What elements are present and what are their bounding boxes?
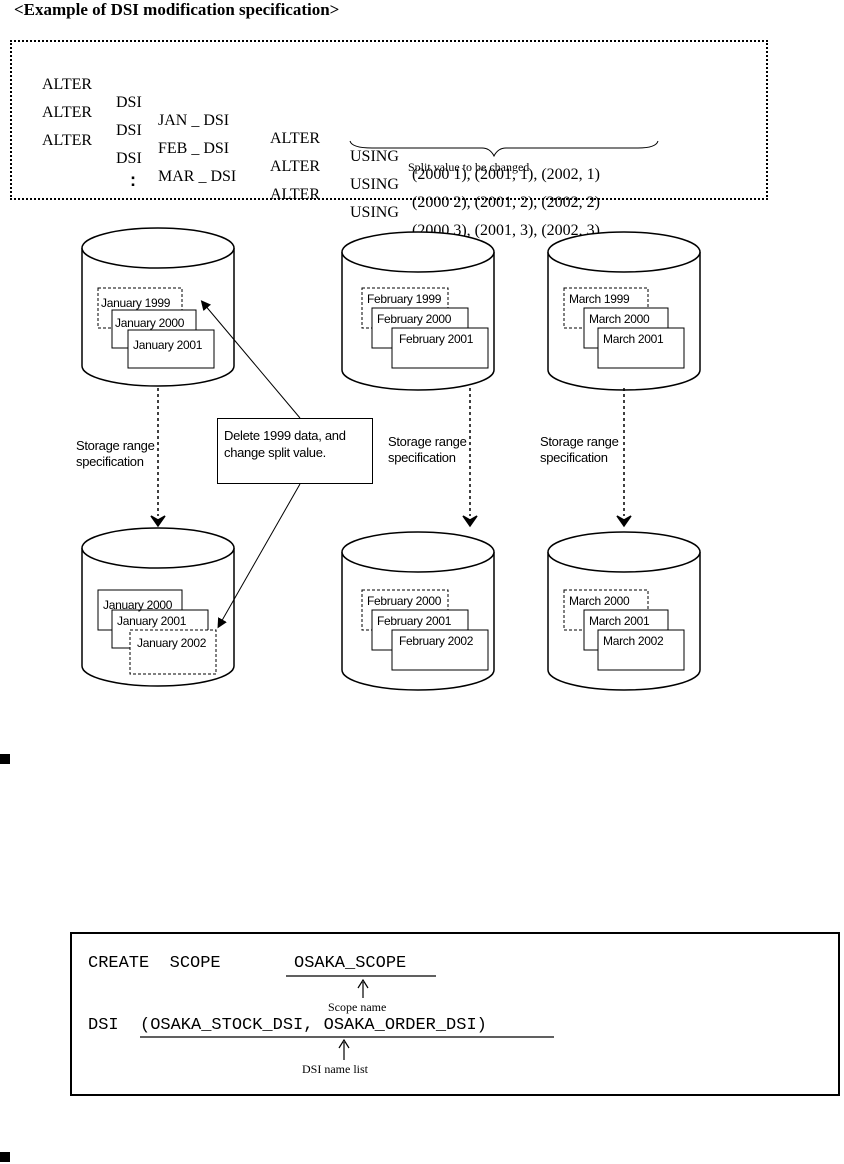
range-label-line: specification — [540, 450, 608, 465]
spec-dsi-name: MAR _ DSI — [158, 168, 237, 185]
range-arrowhead-jan — [150, 515, 166, 528]
bullet-marker — [0, 1152, 10, 1162]
bullet-marker — [0, 754, 10, 764]
box-label: January 2002 — [137, 636, 207, 650]
box-label: January 2000 — [115, 316, 185, 330]
range-label-line: Storage range — [76, 438, 155, 453]
spec-line-1: ALTER DSI JAN _ DSI ALTER USING (2000 1)… — [42, 58, 600, 202]
box-label: February 2000 — [377, 312, 452, 326]
storage-range-label-mar: Storage range specification — [540, 434, 619, 466]
spec-op: ALTER — [270, 158, 321, 175]
spec-op: ALTER — [270, 186, 321, 203]
box-label: January 1999 — [101, 296, 171, 310]
box-label: February 2000 — [367, 594, 442, 608]
storage-diagram — [81, 227, 701, 691]
storage-range-label-feb: Storage range specification — [388, 434, 467, 466]
box-label: January 2000 — [103, 598, 173, 612]
data-box-mar-2001 — [597, 327, 685, 369]
range-label-line: Storage range — [540, 434, 619, 449]
spec-using: USING — [350, 148, 399, 165]
spec-values: (2000 2), (2001, 2), (2002, 2) — [412, 194, 600, 211]
range-label-line: Storage range — [388, 434, 467, 449]
range-arrowhead-mar — [616, 515, 632, 528]
data-box-mar-2002 — [597, 629, 685, 671]
box-label: January 2001 — [117, 614, 187, 628]
range-arrowhead-feb — [462, 515, 478, 528]
spec-dsi-name: FEB _ DSI — [158, 140, 230, 157]
spec-line-2: ALTER DSI FEB _ DSI ALTER USING (2000 2)… — [42, 86, 600, 230]
box-label: February 1999 — [367, 292, 442, 306]
box-label: March 2001 — [589, 614, 650, 628]
spec-values: (2000 1), (2001, 1), (2002, 1) — [412, 166, 600, 183]
spec-kw: DSI — [116, 150, 142, 167]
scope-line-1-name: OSAKA_SCOPE — [294, 954, 407, 973]
create-scope-box: CREATE SCOPE OSAKA_SCOPE Scope name DSI … — [70, 932, 840, 1096]
spec-dsi-name: JAN _ DSI — [158, 112, 230, 129]
box-label: March 1999 — [569, 292, 630, 306]
spec-cmd: ALTER — [42, 132, 93, 149]
box-label: March 2000 — [589, 312, 650, 326]
spec-op: ALTER — [270, 130, 321, 147]
scope-name-arrowhead — [357, 978, 369, 989]
box-label: March 2001 — [603, 332, 664, 346]
dsi-list-note: DSI name list — [302, 1062, 368, 1076]
callout-pointer-1999 — [200, 300, 301, 419]
split-value-brace — [349, 140, 659, 158]
dsi-modification-spec-box: ALTER DSI JAN _ DSI ALTER USING (2000 1)… — [10, 40, 768, 239]
callout-pointer-2002 — [217, 483, 301, 629]
callout-box: Delete 1999 data, and change split value… — [217, 418, 373, 484]
data-box-jan-2001 — [127, 329, 215, 369]
box-label: February 2001 — [399, 332, 474, 346]
scope-line-1-cmd: CREATE SCOPE — [88, 954, 221, 973]
box-label: January 2001 — [133, 338, 203, 352]
spec-using: USING — [350, 176, 399, 193]
spec-cmd: ALTER — [42, 104, 93, 121]
range-label-line: specification — [388, 450, 456, 465]
scope-annotations — [140, 975, 554, 1060]
data-box-jan-2002 — [129, 629, 217, 675]
callout-line: Delete 1999 data, and — [224, 428, 346, 443]
storage-range-label-jan: Storage range specification — [76, 438, 155, 470]
section-heading: <Example of DSI modification specificati… — [14, 0, 340, 19]
spec-kw: DSI — [116, 94, 142, 111]
spec-cmd: ALTER — [42, 76, 93, 93]
dsi-list-arrowhead — [338, 1038, 350, 1049]
split-value-note: Split value to be changed — [408, 160, 530, 174]
scope-line-2-kw: DSI — [88, 1016, 119, 1035]
spec-using: USING — [350, 204, 399, 221]
scope-line-2-list: (OSAKA_STOCK_DSI, OSAKA_ORDER_DSI) — [140, 1016, 487, 1035]
continuation-ellipsis: : — [130, 170, 136, 190]
data-box-feb-2002 — [391, 629, 489, 671]
box-label: February 2002 — [399, 634, 474, 648]
callout-line: change split value. — [224, 445, 326, 460]
data-box-feb-2001 — [391, 327, 489, 369]
spec-kw: DSI — [116, 122, 142, 139]
box-label: February 2001 — [377, 614, 452, 628]
scope-name-note: Scope name — [328, 1000, 387, 1014]
box-label: March 2000 — [569, 594, 630, 608]
range-label-line: specification — [76, 454, 144, 469]
box-label: March 2002 — [603, 634, 664, 648]
